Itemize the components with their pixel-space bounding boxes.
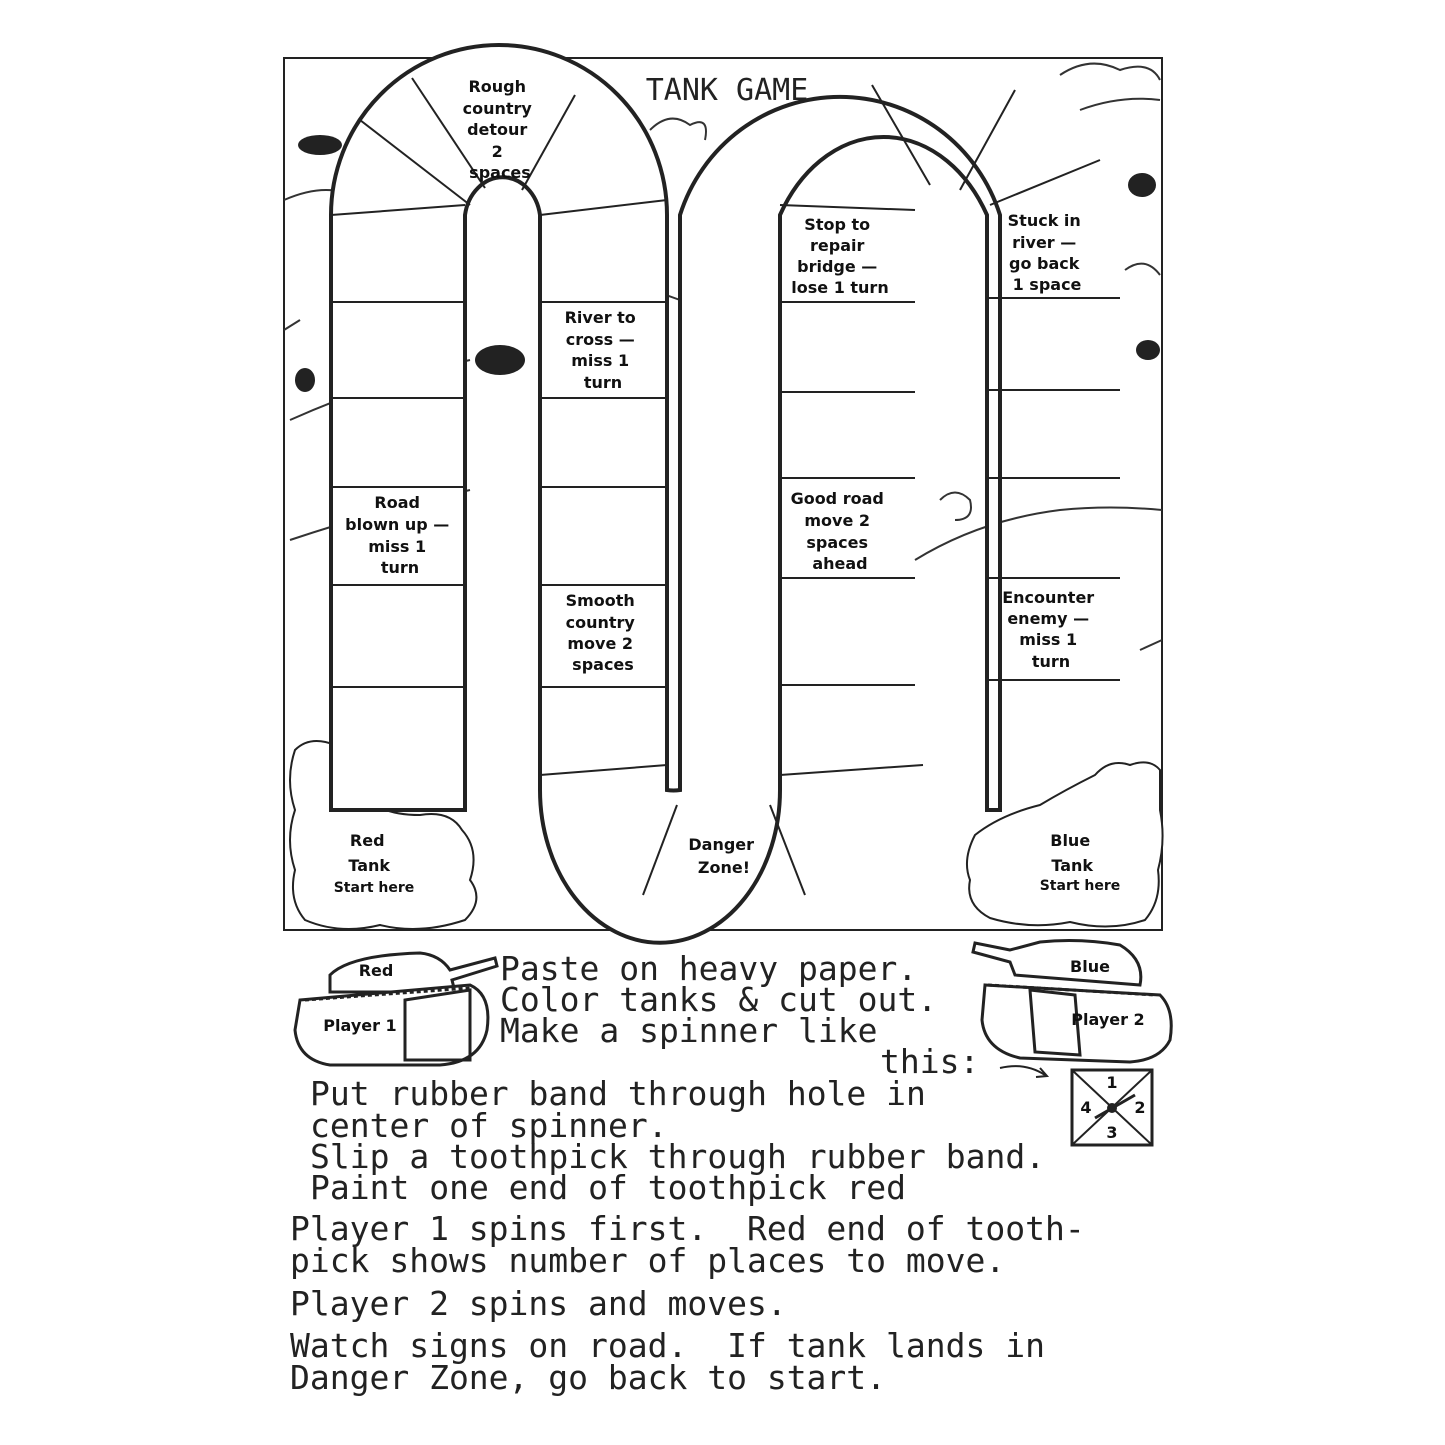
red-tank-label: Red [359, 961, 394, 980]
instruction-line-10: pick shows number of places to move. [290, 1241, 1006, 1280]
square-good-road[interactable]: Good road move 2 spaces ahead [791, 489, 890, 573]
blue-tank-cutout[interactable] [971, 939, 1173, 1064]
instruction-line-3: Make a spinner like [500, 1011, 878, 1050]
arrow-head-icon [1035, 1067, 1050, 1078]
blue-tank-player: Player 2 [1071, 1010, 1144, 1029]
instruction-line-13: Danger Zone, go back to start. [290, 1358, 887, 1397]
instruction-line-11: Player 2 spins and moves. [290, 1284, 787, 1323]
instruction-line-9: Player 1 spins first. Red end of tooth- [290, 1209, 1085, 1248]
spinner-number-2: 2 [1134, 1098, 1145, 1117]
square-stuck-in-river[interactable]: Stuck in river — go back 1 space [1008, 211, 1087, 294]
instruction-line-1: Paste on heavy paper. [500, 949, 918, 988]
board-frame [283, 57, 1163, 931]
instruction-line-8: Paint one end of toothpick red [310, 1168, 907, 1207]
spinner-number-1: 1 [1106, 1073, 1117, 1092]
square-river-to-cross[interactable]: River to cross — miss 1 turn [565, 308, 642, 392]
red-tank-start[interactable]: Red Tank Start here [334, 831, 415, 896]
instruction-line-5: Put rubber band through hole in [310, 1074, 926, 1113]
instruction-line-12: Watch signs on road. If tank lands in [290, 1326, 1045, 1365]
square-danger-zone[interactable]: Danger Zone! [688, 835, 759, 877]
blue-tank-start[interactable]: Blue Tank Start here [1040, 831, 1121, 894]
square-rough-country[interactable]: Rough country detour 2 spaces [463, 77, 538, 182]
spinner-number-3: 3 [1106, 1123, 1117, 1142]
arrow-icon [999, 1065, 1046, 1076]
square-encounter-enemy[interactable]: Encounter enemy — miss 1 turn [1002, 588, 1100, 671]
square-smooth-country[interactable]: Smooth country move 2 spaces [566, 591, 641, 674]
spinner-number-4: 4 [1080, 1098, 1091, 1117]
red-tank-cutout[interactable] [293, 951, 499, 1067]
instruction-line-2: Color tanks & cut out. [500, 980, 938, 1019]
blue-start-bush [965, 761, 1164, 928]
blue-tank-label: Blue [1070, 957, 1110, 976]
instruction-line-4: this: [880, 1042, 980, 1081]
road [329, 43, 1002, 945]
red-tank-player: Player 1 [323, 1016, 396, 1035]
square-repair-bridge[interactable]: Stop to repair bridge — lose 1 turn [791, 215, 888, 297]
spinner-diagram[interactable] [1070, 1068, 1154, 1147]
square-road-blown-up[interactable]: Road blown up — miss 1 turn [345, 493, 455, 577]
game-title: TANK GAME [646, 73, 809, 108]
instruction-line-6: center of spinner. [310, 1106, 668, 1145]
square-dividers [330, 77, 1120, 896]
instruction-line-7: Slip a toothpick through rubber band. [310, 1137, 1046, 1176]
